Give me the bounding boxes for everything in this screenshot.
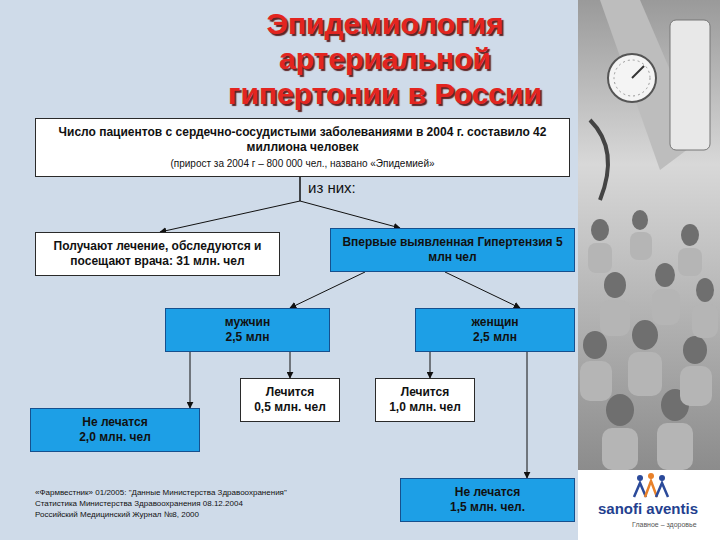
arrow-connector bbox=[190, 352, 191, 408]
treated-women-box: Лечится1,0 млн. чел bbox=[375, 378, 475, 422]
gauge bbox=[608, 54, 656, 102]
arrow-connector bbox=[445, 272, 520, 308]
gauge-scale bbox=[614, 60, 650, 96]
box-text: Не лечатся bbox=[407, 485, 568, 500]
cuff bbox=[670, 20, 710, 150]
logo-tagline: Главное – здоровье bbox=[632, 521, 697, 528]
box-text: 2,0 млн. чел bbox=[37, 430, 193, 445]
box-text: 1,0 млн. чел bbox=[382, 400, 468, 415]
box-text: Впервые выявленная Гипертензия 5 млн чел bbox=[337, 235, 568, 265]
box-text: Получают лечение, обследуются и посещают… bbox=[42, 239, 273, 269]
box-text: женщин bbox=[422, 315, 568, 330]
logo-text: sanofi aventis bbox=[598, 500, 698, 517]
box-text: Лечится bbox=[382, 385, 468, 400]
slide-title: Эпидемиология артериальной гипертонии в … bbox=[195, 6, 575, 111]
box-text: Число пациентов с сердечно-сосудистыми з… bbox=[42, 125, 563, 155]
box-text: 2,5 млн bbox=[172, 330, 323, 345]
arrow-connector bbox=[527, 352, 528, 478]
box-text: мужчин bbox=[172, 315, 323, 330]
box-text: Лечится bbox=[247, 385, 333, 400]
arrow-connector bbox=[430, 352, 431, 378]
summary-box: Число пациентов с сердечно-сосудистыми з… bbox=[35, 118, 570, 177]
treated-box: Получают лечение, обследуются и посещают… bbox=[35, 232, 280, 276]
box-text: 2,5 млн bbox=[422, 330, 568, 345]
men-box: мужчин2,5 млн bbox=[165, 308, 330, 352]
gauge-needle bbox=[632, 66, 644, 78]
untreated-women-box: Не лечатся1,5 млн. чел. bbox=[400, 478, 575, 522]
women-box: женщин2,5 млн bbox=[415, 308, 575, 352]
photo-background bbox=[578, 0, 720, 470]
new-cases-box: Впервые выявленная Гипертензия 5 млн чел bbox=[330, 228, 575, 272]
logo-figures bbox=[634, 473, 668, 497]
split-label: из них: bbox=[308, 179, 356, 196]
box-note: (прирост за 2004 г – 800 000 чел., назва… bbox=[42, 157, 563, 170]
arrow-connector bbox=[290, 272, 365, 308]
untreated-men-box: Не лечатся2,0 млн. чел bbox=[30, 408, 200, 452]
reference-text: «Фармвестник» 01/2005: "Данные Министерс… bbox=[35, 488, 287, 497]
box-text: 0,5 млн. чел bbox=[247, 400, 333, 415]
arrow-connector bbox=[160, 177, 300, 232]
arrow-connector bbox=[290, 352, 291, 378]
reference-text: Российский Медицинский Журнал №8, 2000 bbox=[35, 510, 199, 519]
box-text: 1,5 млн. чел. bbox=[407, 500, 568, 515]
logo-panel bbox=[578, 470, 720, 540]
crowd-bodies bbox=[580, 232, 718, 470]
box-text: Не лечатся bbox=[37, 415, 193, 430]
treated-men-box: Лечится0,5 млн. чел bbox=[240, 378, 340, 422]
arrow-connector bbox=[300, 177, 400, 228]
tube bbox=[590, 120, 608, 200]
reference-text: Статистика Министерства Здравоохранения … bbox=[35, 499, 243, 508]
